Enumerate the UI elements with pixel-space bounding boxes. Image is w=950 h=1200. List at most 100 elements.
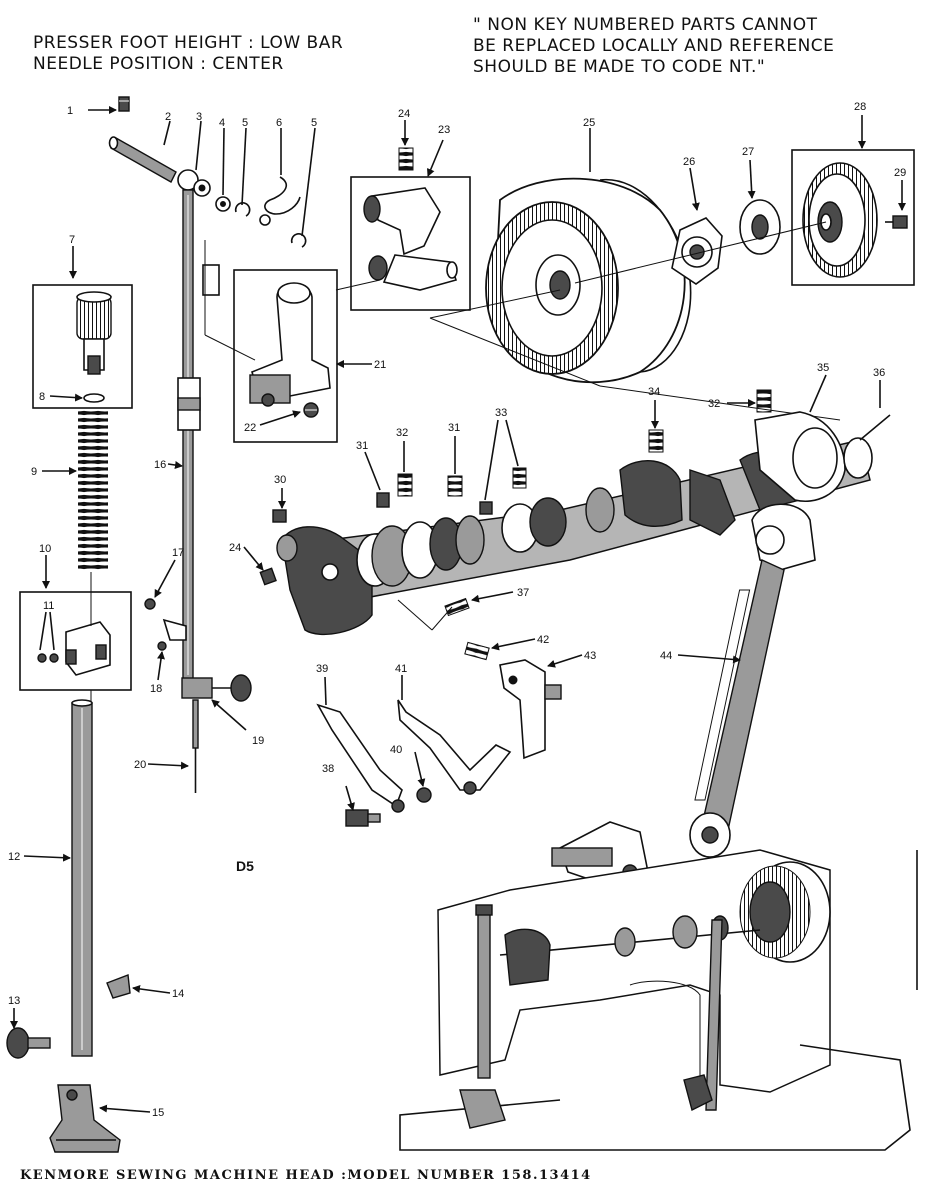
- part-1-screw: [118, 96, 130, 112]
- label-part-6: 6: [276, 117, 282, 129]
- part-14-guard: [106, 974, 131, 999]
- part-25-handwheel: [485, 177, 692, 384]
- label-part-16: 16: [154, 459, 166, 471]
- part-12-presser-bar: [71, 699, 93, 1057]
- label-part-23: 23: [438, 124, 450, 136]
- label-part-5a: 5: [242, 117, 248, 129]
- label-part-34: 34: [648, 386, 660, 398]
- part-6-spring: [259, 176, 301, 226]
- label-part-14: 14: [172, 988, 184, 1000]
- label-part-38: 38: [322, 763, 334, 775]
- label-part-4: 4: [219, 117, 225, 129]
- part-31-screw-a: [376, 492, 390, 508]
- note-line-3: SHOULD BE MADE TO CODE NT.": [473, 57, 766, 77]
- label-part-40: 40: [390, 744, 402, 756]
- label-part-33: 33: [495, 407, 507, 419]
- label-part-30: 30: [274, 474, 286, 486]
- label-part-39: 39: [316, 663, 328, 675]
- part-13-thumb-screw: [6, 1027, 51, 1059]
- label-part-29: 29: [894, 167, 906, 179]
- label-part-41: 41: [395, 663, 407, 675]
- label-part-20: 20: [134, 759, 146, 771]
- label-part-44: 44: [660, 650, 672, 662]
- part-23-box: [350, 176, 471, 311]
- label-part-36: 36: [873, 367, 885, 379]
- label-part-5b: 5: [311, 117, 317, 129]
- label-part-13: 13: [8, 995, 20, 1007]
- part-26-clutch-washer: [671, 217, 723, 285]
- note-line-2: BE REPLACED LOCALLY AND REFERENCE: [473, 36, 835, 56]
- part-24-screw-top: [398, 147, 414, 171]
- label-part-2: 2: [165, 111, 171, 123]
- part-19-needle-clamp: [181, 674, 252, 702]
- label-part-32a: 32: [396, 427, 408, 439]
- part-10-box: [19, 591, 132, 691]
- footer-model-number: KENMORE SEWING MACHINE HEAD :MODEL NUMBE…: [20, 1168, 592, 1183]
- label-part-32b: 32: [708, 398, 720, 410]
- part-43-plate: [499, 659, 562, 760]
- part-2-pin: [108, 136, 177, 183]
- label-part-9: 9: [31, 466, 37, 478]
- label-part-26: 26: [683, 156, 695, 168]
- part-4-washer: [215, 196, 231, 212]
- part-40-screw: [391, 781, 477, 813]
- label-part-7: 7: [69, 234, 75, 246]
- header-settings: PRESSER FOOT HEIGHT : LOW BAR NEEDLE POS…: [33, 33, 343, 75]
- part-18-thread-guide: [157, 618, 187, 651]
- part-37-spring: [444, 597, 470, 617]
- label-part-35: 35: [817, 362, 829, 374]
- part-41-lever: [397, 699, 512, 791]
- label-part-22: 22: [244, 422, 256, 434]
- part-30-screw: [272, 509, 287, 523]
- label-part-24a: 24: [398, 108, 410, 120]
- part-5-ring-b: [290, 233, 307, 248]
- part-5-ring: [234, 202, 251, 217]
- label-part-10: 10: [39, 543, 51, 555]
- part-15-presser-foot: [49, 1084, 121, 1153]
- presser-foot-height-text: PRESSER FOOT HEIGHT : LOW BAR: [33, 33, 344, 53]
- label-part-31a: 31: [356, 440, 368, 452]
- part-33-spring-b: [512, 467, 527, 489]
- part-32-spring-b: [756, 389, 772, 413]
- machine-head-overview: [399, 849, 918, 1151]
- header-note: " NON KEY NUMBERED PARTS CANNOT BE REPLA…: [473, 15, 834, 78]
- label-part-19: 19: [252, 735, 264, 747]
- part-33-screw-a: [479, 501, 493, 515]
- section-label: D5: [236, 858, 254, 874]
- part-number-labels: 1 2 3 4 5 6 5 7 8 9 10 11 12 13 14 15 16…: [8, 101, 906, 1119]
- label-part-27: 27: [742, 146, 754, 158]
- note-line-1: " NON KEY NUMBERED PARTS CANNOT: [473, 15, 818, 35]
- part-31-spring-b: [447, 475, 463, 497]
- presser-bar-group: [6, 96, 307, 1153]
- part-44-connecting-rod: [689, 503, 816, 858]
- part-16-needle-bar: [177, 189, 220, 681]
- part-28-box: [791, 149, 915, 286]
- part-27-washer: [739, 199, 781, 255]
- label-part-24b: 24: [229, 542, 241, 554]
- part-7-box: [32, 284, 133, 409]
- part-3-needle-bar-crank: [177, 169, 211, 197]
- part-8-washer: [83, 393, 105, 403]
- callout-lines: [10, 106, 906, 1113]
- part-22-screw: [303, 402, 319, 418]
- label-part-25: 25: [583, 117, 595, 129]
- part-20-needle: [192, 699, 199, 793]
- part-38-screw: [345, 809, 381, 827]
- label-part-1: 1: [67, 105, 73, 117]
- label-part-3: 3: [196, 111, 202, 123]
- label-part-42: 42: [537, 634, 549, 646]
- label-part-37: 37: [517, 587, 529, 599]
- label-part-43: 43: [584, 650, 596, 662]
- part-42-spring: [464, 641, 490, 661]
- label-part-8: 8: [39, 391, 45, 403]
- part-24-screw-left: [259, 567, 277, 586]
- label-part-31b: 31: [448, 422, 460, 434]
- part-21-box: [233, 269, 338, 443]
- part-39-feed-lever: [316, 703, 403, 808]
- part-29-screw: [885, 215, 908, 229]
- part-34-spring: [648, 429, 664, 453]
- label-part-21: 21: [374, 359, 386, 371]
- label-part-18: 18: [150, 683, 162, 695]
- arm-shaft-assembly: [276, 411, 891, 636]
